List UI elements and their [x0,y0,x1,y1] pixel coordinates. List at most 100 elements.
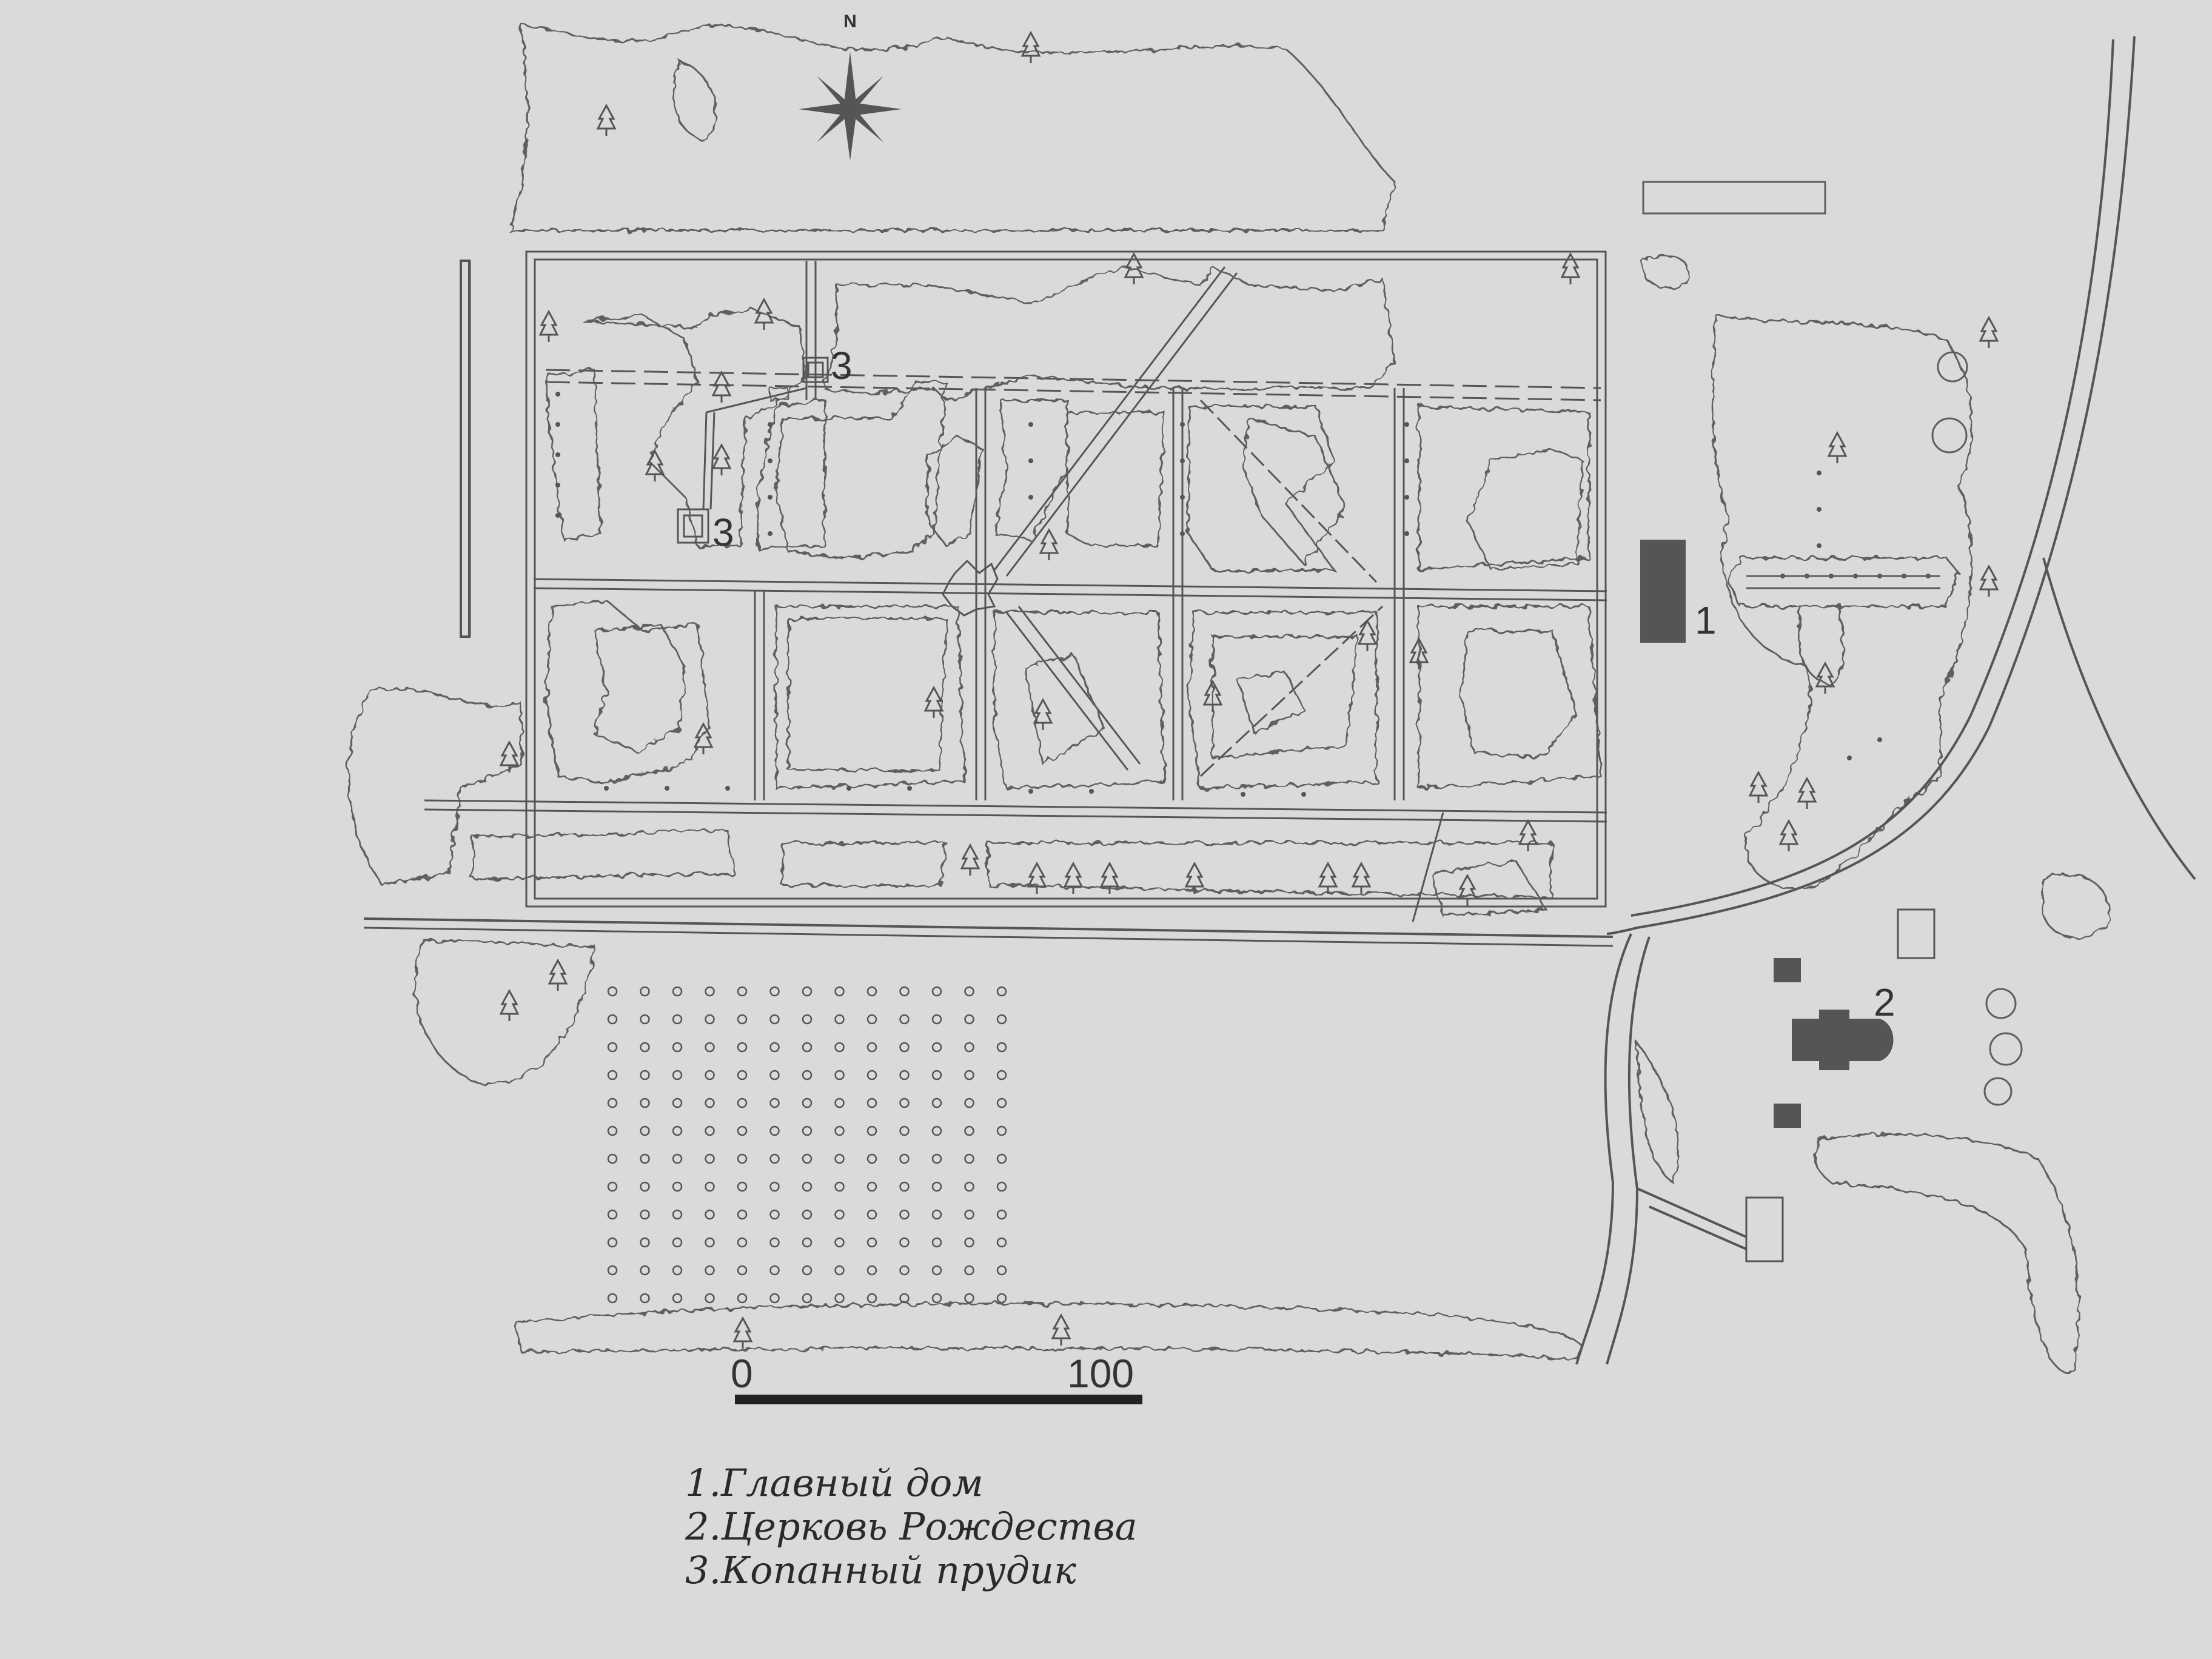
orchard-tree [802,1153,813,1164]
orchard-tree [802,1125,813,1136]
orchard-tree [705,1042,715,1053]
orchard-tree [866,1125,877,1136]
orchard-tree [640,1070,650,1081]
orchard-tree [607,1153,618,1164]
orchard-tree [769,1293,780,1304]
orchard-tree [769,1014,780,1025]
orchard-tree [931,1125,942,1136]
orchard-tree [672,1293,683,1304]
scale-start-label: 0 [731,1351,753,1396]
orchard-tree [802,1265,813,1276]
orchard-tree [607,1209,618,1220]
orchard-tree [996,1153,1007,1164]
orchard-tree [866,1153,877,1164]
orchard-tree [607,1265,618,1276]
orchard-tree [834,1042,845,1053]
legend-item-main-house: 1.Главный дом [685,1461,984,1505]
roads [363,36,2196,1365]
orchard-tree [705,1070,715,1081]
buildings [1640,540,1936,1262]
orchard-tree [899,1293,910,1304]
regular-park-grid [363,250,1614,947]
orchard-tree [834,1153,845,1164]
church-of-nativity[interactable] [1792,1010,1894,1070]
orchard-tree [834,1293,845,1304]
orchard-tree [964,1014,974,1025]
orchard-tree [931,1070,942,1081]
orchard-tree [996,1014,1007,1025]
ponds [677,357,829,544]
scale-end-label: 100 [1067,1351,1134,1396]
orchard-tree [705,1209,715,1220]
orchard-tree [802,1209,813,1220]
orchard-tree [672,986,683,997]
orchard-tree [996,1265,1007,1276]
orchard-tree [802,986,813,997]
orchard-grid [607,986,1007,1304]
orchard-tree [996,1098,1007,1108]
orchard-tree [769,1265,780,1276]
orchard-tree [866,1098,877,1108]
orchard-tree [931,1042,942,1053]
orchard-tree [866,1237,877,1248]
orchard-tree [899,1125,910,1136]
main-house[interactable] [1640,540,1686,643]
orchard-tree [607,1237,618,1248]
orchard-tree [640,1014,650,1025]
orchard-tree [866,1181,877,1192]
orchard-tree [607,1070,618,1081]
marker-main-house: 1 [1695,598,1717,642]
orchard-tree [996,1125,1007,1136]
orchard-tree [899,1014,910,1025]
orchard-tree [607,1293,618,1304]
orchard-tree [640,1125,650,1136]
orchard-tree [802,1014,813,1025]
orchard-tree [931,1098,942,1108]
orchard-tree [834,1014,845,1025]
orchard-tree [672,1181,683,1192]
orchard-tree [705,986,715,997]
orchard-tree [737,1042,748,1053]
orchard-tree [899,1209,910,1220]
orchard-tree [802,1042,813,1053]
orchard-tree [996,1042,1007,1053]
orchard-tree [672,1153,683,1164]
orchard-tree [899,986,910,997]
orchard-tree [607,1181,618,1192]
orchard-tree [964,986,974,997]
orchard-tree [705,1125,715,1136]
marker-pond-lower: 3 [712,511,734,554]
orchard-tree [769,1070,780,1081]
orchard-tree [899,1237,910,1248]
orchard-tree [769,1237,780,1248]
orchard-tree [769,1125,780,1136]
orchard-tree [996,1209,1007,1220]
orchard-tree [931,1265,942,1276]
orchard-tree [964,1070,974,1081]
orchard-tree [640,1153,650,1164]
orchard-tree [769,1209,780,1220]
orchard-tree [769,1042,780,1053]
orchard-tree [705,1014,715,1025]
orchard-tree [737,1014,748,1025]
orchard-tree [834,1098,845,1108]
orchard-tree [964,1125,974,1136]
pond-upper [802,357,829,383]
orchard-tree [672,1070,683,1081]
orchard-tree [705,1098,715,1108]
orchard-tree [834,1181,845,1192]
orchard-tree [931,1209,942,1220]
orchard-tree [931,1293,942,1304]
orchard-tree [899,1070,910,1081]
church-outbuilding-2 [1774,1104,1801,1128]
orchard-tree [705,1293,715,1304]
orchard-tree [672,1265,683,1276]
orchard-tree [866,1265,877,1276]
orchard-tree [899,1153,910,1164]
compass-rose: N [799,12,902,161]
orchard-tree [640,1098,650,1108]
orchard-tree [802,1098,813,1108]
orchard-tree [640,1265,650,1276]
orchard-tree [996,1237,1007,1248]
